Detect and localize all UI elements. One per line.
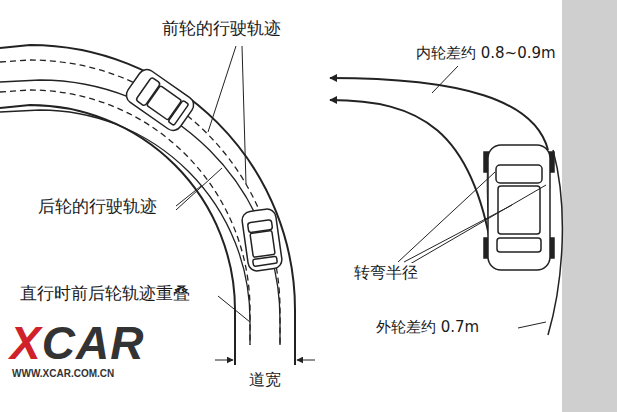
car-body [488,145,550,270]
leader-line [208,46,236,132]
wall-band [562,0,617,412]
leader-line [518,322,546,328]
car-roof [250,231,275,258]
rear-track [0,110,250,345]
rear-track [0,80,280,345]
leader-line [404,205,512,262]
car [241,208,283,272]
leader-lines [398,66,546,328]
car-window [497,238,541,252]
track-label: 后轮的行驶轨迹 [36,196,159,216]
dimension-arrow [297,360,315,361]
front-track [0,60,280,345]
car-window [168,100,189,125]
dimension-label: 内轮差约 0.8~0.9m [414,44,558,62]
leader-line [176,186,201,206]
dimension-label: 外轮差约 0.7m [374,318,481,336]
car-body [241,208,283,272]
car-window [253,256,278,266]
watermark-url: WWW.XCAR.COM.CN [10,368,116,380]
car-roof [498,186,540,234]
turn-tracks [330,78,562,335]
radius-label: 转弯半径 [352,263,420,282]
outer-track [330,78,548,150]
leader-line [176,168,222,210]
car-body [123,66,197,134]
note-label: 直行时前后轮轨迹重叠 [18,283,192,303]
dimension-label: 道宽 [247,370,283,389]
leader-line [242,46,246,184]
leader-line [398,172,495,262]
car [484,145,554,270]
leader-lines [176,46,315,360]
front-track [0,90,250,345]
inner-track [330,100,492,252]
leader-line [218,296,250,322]
watermark-logo: XCAR [8,316,146,371]
car [123,66,197,134]
track-label: 前轮的行驶轨迹 [160,18,283,38]
leader-line [432,66,458,93]
leader-line [410,185,546,264]
dimension-arrow [215,360,233,361]
car-window [496,165,542,183]
